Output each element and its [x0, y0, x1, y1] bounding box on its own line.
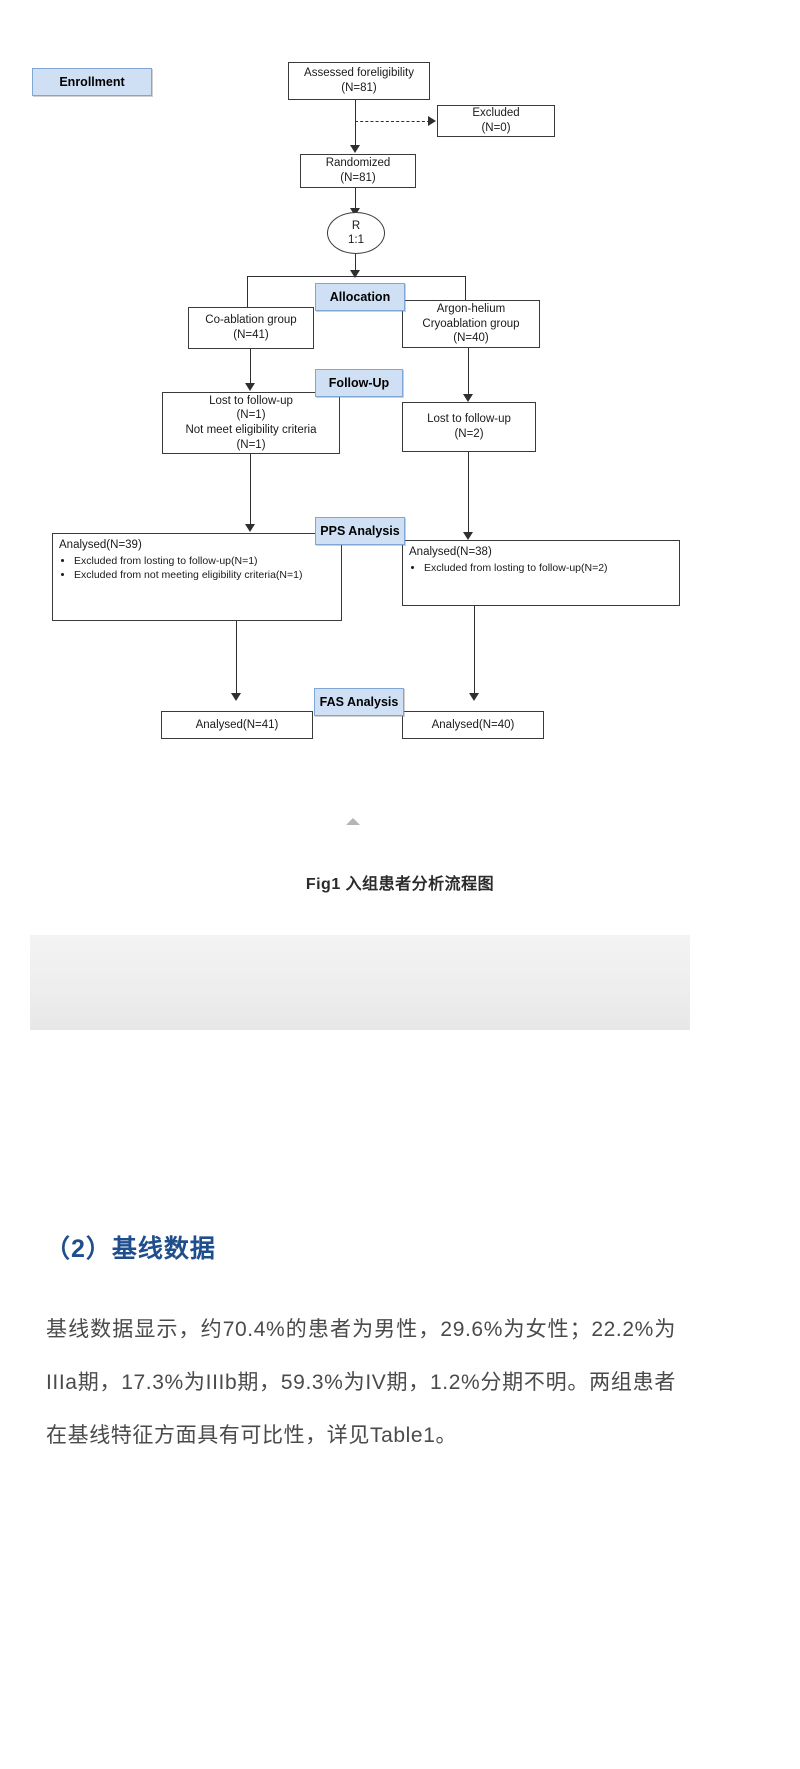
arrowhead-right-pps — [463, 532, 473, 540]
node-pps-left-title: Analysed(N=39) — [59, 539, 142, 551]
arrowhead-left-lost — [245, 383, 255, 391]
node-randomized-line1: Randomized — [325, 157, 391, 170]
node-pps-right-title: Analysed(N=38) — [409, 546, 492, 558]
connector-right-lost-to-pps — [468, 452, 469, 535]
stage-label-fas-analysis: FAS Analysis — [314, 688, 404, 716]
node-lost-right-line2: (N=2) — [454, 428, 484, 440]
node-assessed-line1: Assessed foreligibility — [304, 67, 414, 80]
connector-right-pps-to-fas — [474, 606, 475, 696]
arrowhead-right-lost — [463, 394, 473, 402]
image-placeholder-band — [30, 935, 690, 1030]
node-pps-right-bullets: Excluded from losting to follow-up(N=2) — [409, 562, 608, 577]
arrowhead-left-pps — [245, 524, 255, 532]
consort-flow-diagram: Enrollment Assessed foreligibility (N=81… — [0, 0, 800, 860]
node-pps-right-bullet-1: Excluded from losting to follow-up(N=2) — [424, 562, 608, 576]
node-pps-left-bullet-1: Excluded from losting to follow-up(N=1) — [74, 555, 302, 569]
node-excluded-line1: Excluded — [472, 107, 520, 120]
stage-label-allocation: Allocation — [315, 283, 405, 311]
connector-assessed-to-randomized — [355, 100, 356, 147]
node-group-argon-helium-cryoablation: Argon-helium Cryoablation group (N=40) — [402, 300, 540, 348]
node-fas-right-line1: Analysed(N=40) — [431, 718, 515, 731]
node-assessed-line2: (N=81) — [341, 82, 377, 94]
connector-right-group-to-lost — [468, 348, 469, 397]
connector-left-pps-to-fas — [236, 621, 237, 696]
node-lost-left-line1: Lost to follow-up — [209, 394, 293, 407]
collapse-caret-icon[interactable] — [346, 818, 360, 825]
node-ratio-line2: 1:1 — [348, 234, 364, 246]
node-lost-left-line2: (N=1) — [236, 409, 266, 422]
node-lost-left-line3: Not meet eligibility criteria — [185, 424, 317, 436]
node-randomization-ratio: R 1:1 — [327, 212, 385, 254]
node-assessed-for-eligibility: Assessed foreligibility (N=81) — [288, 62, 430, 100]
arrowhead-left-fas — [231, 693, 241, 701]
node-fas-analysed-right: Analysed(N=40) — [402, 711, 544, 739]
stage-label-pps-analysis: PPS Analysis — [315, 517, 405, 545]
node-group-right-line1: Argon-helium — [436, 302, 506, 315]
arrowhead-to-split — [350, 270, 360, 278]
node-group-co-ablation: Co-ablation group (N=41) — [188, 307, 314, 349]
node-lost-left: Lost to follow-up (N=1) Not meet eligibi… — [162, 392, 340, 454]
node-pps-analysed-right: Analysed(N=38) Excluded from losting to … — [402, 540, 680, 606]
arrowhead-to-randomized — [350, 145, 360, 153]
connector-left-lost-to-pps — [250, 454, 251, 527]
connector-ratio-to-split — [355, 254, 356, 276]
arrowhead-to-excluded — [428, 116, 436, 126]
node-fas-analysed-left: Analysed(N=41) — [161, 711, 313, 739]
node-excluded-line2: (N=0) — [481, 122, 511, 134]
arrowhead-right-fas — [469, 693, 479, 701]
node-pps-left-bullets: Excluded from losting to follow-up(N=1) … — [59, 555, 302, 584]
node-ratio-line1: R — [351, 219, 361, 232]
node-fas-left-line1: Analysed(N=41) — [195, 718, 279, 731]
section-heading-baseline-data: （2）基线数据 — [45, 1234, 216, 1263]
section-paragraph-baseline-data: 基线数据显示，约70.4%的患者为男性，29.6%为女性；22.2%为IIIa期… — [46, 1318, 676, 1447]
node-randomized-line2: (N=81) — [340, 172, 376, 184]
stage-label-enrollment: Enrollment — [32, 68, 152, 96]
connector-left-group-to-lost — [250, 349, 251, 385]
node-group-right-line2: Cryoablation group — [422, 317, 520, 330]
connector-to-excluded — [355, 121, 430, 122]
connector-allocation-left-drop — [247, 276, 248, 308]
figure-caption: Fig1 入组患者分析流程图 — [305, 876, 495, 893]
stage-label-follow-up: Follow-Up — [315, 369, 403, 397]
connector-randomized-to-ratio — [355, 188, 356, 210]
node-group-left-line1: Co-ablation group — [205, 314, 297, 327]
node-excluded: Excluded (N=0) — [437, 105, 555, 137]
node-randomized: Randomized (N=81) — [300, 154, 416, 188]
node-pps-left-bullet-2: Excluded from not meeting eligibility cr… — [74, 569, 302, 583]
connector-allocation-split-bar — [247, 276, 465, 277]
node-lost-left-line4: (N=1) — [236, 438, 266, 451]
node-group-left-line2: (N=41) — [233, 329, 269, 341]
node-lost-right-line1: Lost to follow-up — [427, 413, 511, 426]
node-pps-analysed-left: Analysed(N=39) Excluded from losting to … — [52, 533, 342, 621]
connector-allocation-right-drop — [465, 276, 466, 308]
node-group-right-line3: (N=40) — [453, 332, 489, 345]
node-lost-right: Lost to follow-up (N=2) — [402, 402, 536, 452]
